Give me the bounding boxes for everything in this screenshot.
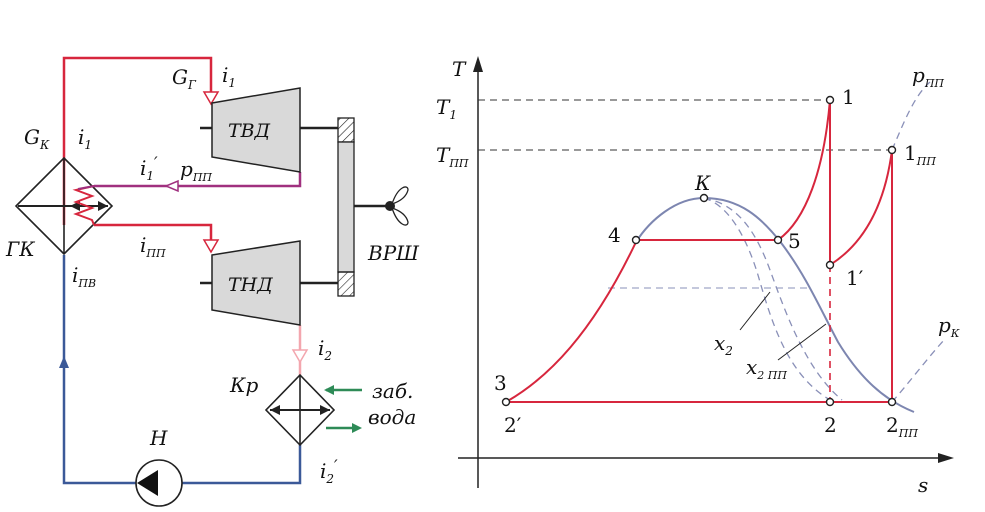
label-T1: T1 [436,95,457,122]
turbine-tnd [211,240,301,326]
label-point-4: 4 [608,223,621,247]
point-2-prime [501,397,511,407]
arrow-into-condenser [291,349,309,364]
label-point-1pp: 1ПП [904,141,936,168]
point-2pp [887,397,897,407]
label-gk: ГК [5,237,35,261]
label-vrsh: ВРШ [367,241,420,265]
main-steam-line [62,56,213,225]
label-tvd: ТВД [228,120,271,142]
label-point-3: 3 [494,371,507,395]
point-4 [631,235,641,245]
point-5 [773,235,783,245]
label-i1-top: i1 [222,63,236,90]
label-point-5: 5 [788,229,801,253]
cooling-out-arrowhead [352,423,362,433]
label-point-1: 1 [842,85,855,109]
ts-diagram: T s T1 TПП pПП pК К 1 1ПП 1′ 4 5 3 2′ 2 … [436,56,960,497]
label-voda: вода [368,405,416,429]
label-point-2pp: 2ПП [886,413,918,440]
gk-reheat-coil [72,185,95,226]
cycle-superheat [777,99,831,241]
label-kr: Кр [229,373,258,397]
arrow-reheat-return [164,179,179,193]
x2pp-line [703,197,831,401]
arrow-into-tvd [202,91,220,106]
label-tnd: ТНД [228,274,273,296]
gearbox-hatch-top [337,117,355,143]
label-i2-prime: i2′ [320,456,338,486]
plant-scheme: GГ i1 GК i1 i1′ pПП iПП ГК iПВ ТВД ТНД В… [5,56,420,507]
label-i-pp: iПП [140,233,166,260]
point-1-prime [825,260,835,270]
label-i1-prime: i1′ [140,153,158,183]
label-Tpp: TПП [436,143,469,170]
feedwater-line-2 [62,255,136,485]
x2pp-leader [777,323,827,361]
gk-arrow-right [98,201,108,211]
cycle-reheat [829,149,893,266]
axis-label-T: T [452,57,467,81]
s-axis-arrow [938,453,954,463]
label-i-pv: iПВ [72,263,96,290]
point-1 [825,95,835,105]
cooling-in-arrowhead [324,385,334,395]
gearbox-body [337,141,355,273]
feedwater-line [182,445,302,485]
label-K: К [694,171,711,195]
label-i2: i2 [318,336,332,363]
label-x2: x2 [714,331,733,358]
gk-reheat-coil-purple [77,185,95,190]
label-point-2-prime: 2′ [504,413,522,437]
reheat-steam-line [94,223,213,248]
pump-triangle-icon [137,470,158,496]
arrow-into-tnd [202,239,220,254]
cycle-heating [505,241,637,403]
point-1pp [887,145,897,155]
label-pump: Н [149,426,168,450]
label-i1-left: i1 [78,125,92,152]
reheat-return-line [94,172,302,188]
feed-pump [135,459,183,507]
kr-arrow-left [270,405,280,415]
label-zab: заб. [372,379,413,403]
t-axis-arrow [473,56,483,72]
x2-leader [739,291,771,331]
arrow-feedwater-up [59,356,69,368]
point-K [699,193,709,203]
gearbox-hatch-bottom [337,271,355,297]
label-p-pp: pПП [912,63,944,90]
isobar-p-pp [891,81,931,151]
label-point-1-prime: 1′ [846,266,864,290]
label-p-k: pК [938,313,960,340]
kr-arrow-right [320,405,330,415]
label-point-2: 2 [824,413,837,437]
point-2 [825,397,835,407]
isobar-p-k [891,339,945,403]
turbine-tvd [211,87,301,173]
label-p-pp-scheme: pПП [180,157,212,184]
label-G-g: GГ [172,65,197,92]
saturation-dome [635,196,915,413]
axis-label-s: s [918,473,928,497]
label-x2pp: x2 ПП [746,355,787,382]
label-G-k: GК [24,125,50,152]
propeller-icon [385,186,409,226]
x2-line [703,197,843,401]
